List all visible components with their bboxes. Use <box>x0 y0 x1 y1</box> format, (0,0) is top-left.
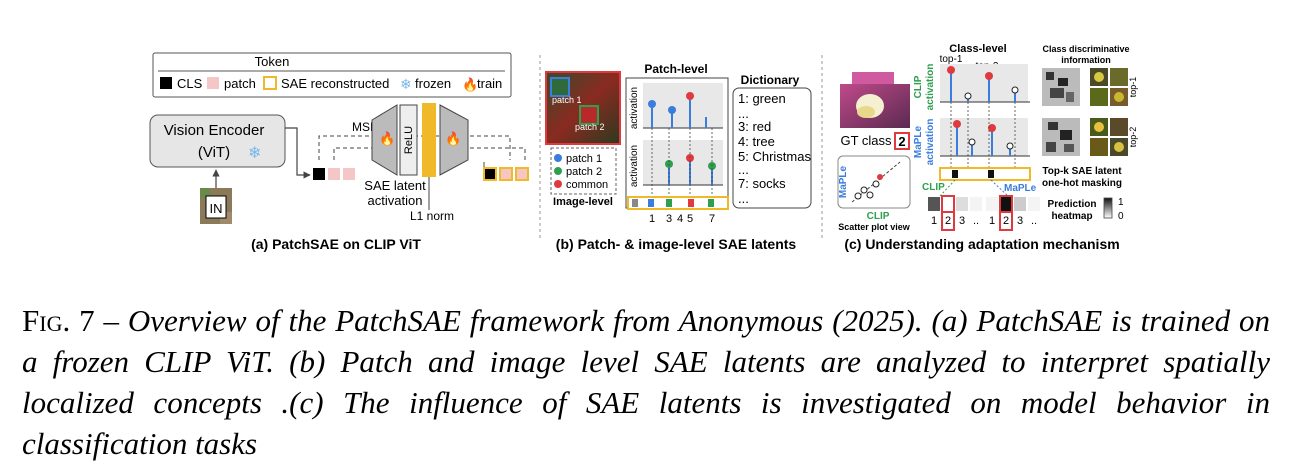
prediction-label-2: heatmap <box>1051 211 1092 222</box>
legend-sae: SAE reconstructed <box>281 76 389 91</box>
topk-label-2: one-hot masking <box>1042 178 1122 189</box>
patch-level-title: Patch-level <box>644 62 707 76</box>
maple-activation-label: activation <box>925 119 936 166</box>
scale-high: 1 <box>1118 197 1124 208</box>
dictionary-item: 5: Christmas <box>738 149 811 164</box>
relu-label: ReLU <box>403 126 415 154</box>
dictionary-title: Dictionary <box>741 73 800 87</box>
panel-a: Token CLS patch SAE reconstructed ❄ froz… <box>150 53 528 252</box>
legend-cls: CLS <box>177 76 203 91</box>
bar-label: 3 <box>1017 215 1023 227</box>
fire-icon: 🔥 <box>445 131 461 146</box>
fire-icon: 🔥 <box>379 131 395 146</box>
panel-b-caption: (b) Patch- & image-level SAE latents <box>556 236 797 252</box>
legend-patch2: patch 2 <box>566 166 602 178</box>
patch2-label: patch 2 <box>575 122 605 132</box>
recon-token-patch <box>516 168 528 180</box>
recon-token-cls <box>484 168 496 180</box>
bar-label: .. <box>1031 215 1037 227</box>
fire-icon: 🔥 <box>462 77 478 92</box>
bar-label: 3 <box>959 215 965 227</box>
activation-label: activation <box>629 87 640 129</box>
encoder-label-2: (ViT) <box>198 144 230 161</box>
token-patch <box>328 168 340 180</box>
bar-label: 1 <box>931 215 937 227</box>
l1-label: L1 norm <box>410 209 454 223</box>
caption-text: Overview of the PatchSAE framework from … <box>22 303 1270 461</box>
discriminative-label-2: information <box>1061 55 1111 65</box>
scatter-y-label: MaPLe <box>838 165 849 198</box>
dictionary-item: 1: green <box>738 91 786 106</box>
figure-caption: Fig. 7 – Overview of the PatchSAE framew… <box>22 300 1270 464</box>
bar-label: 1 <box>989 215 995 227</box>
clip-tag: CLIP <box>922 182 945 193</box>
encoder-label-1: Vision Encoder <box>164 122 265 139</box>
sae-latent-label-1: SAE latent <box>364 178 426 193</box>
legend-frozen: frozen <box>415 76 451 91</box>
dictionary-ellipsis: ... <box>738 191 749 206</box>
panel-c-caption: (c) Understanding adaptation mechanism <box>844 236 1119 252</box>
gt-label: GT class <box>840 133 892 148</box>
panel-a-caption: (a) PatchSAE on CLIP ViT <box>251 236 421 252</box>
snowflake-icon: ❄ <box>248 145 261 162</box>
tick-label: 7 <box>709 213 715 225</box>
topk-label-1: Top-k SAE latent <box>1042 166 1122 177</box>
tick-label: 3 <box>666 213 672 225</box>
tick-label: 4 <box>677 213 683 225</box>
clip-activation-label: activation <box>925 64 936 111</box>
input-label: IN <box>210 201 223 216</box>
scatter-x-label: CLIP <box>867 211 890 222</box>
panel-b: patch 1 patch 2 patch 1 patch 2 common P… <box>546 62 811 252</box>
side-top2-label: top-2 <box>1128 127 1138 148</box>
legend-title: Token <box>255 54 290 69</box>
scale-low: 0 <box>1118 211 1124 222</box>
dictionary-item: 7: socks <box>738 176 786 191</box>
patch-swatch <box>207 77 219 89</box>
discriminative-label-1: Class discriminative <box>1042 44 1129 54</box>
figure: Token CLS patch SAE reconstructed ❄ froz… <box>0 0 1291 300</box>
sae-latent-label-2: activation <box>368 193 423 208</box>
caption-label: Fig. 7 – <box>22 303 128 338</box>
token-cls <box>313 168 325 180</box>
dictionary-item: 3: red <box>738 119 771 134</box>
figure-svg: Token CLS patch SAE reconstructed ❄ froz… <box>0 0 1291 300</box>
scatter-title: Scatter plot view <box>838 222 911 232</box>
legend-patch: patch <box>224 76 256 91</box>
activation-label: activation <box>629 145 640 187</box>
panel-c: GT class 2 MaPLe CLIP Scatter plot view … <box>838 43 1138 252</box>
snowflake-icon: ❄ <box>400 76 412 92</box>
maple-activation-label: MaPLe <box>913 125 924 158</box>
bar-label: .. <box>973 215 979 227</box>
cls-swatch <box>160 77 172 89</box>
side-top1-label: top-1 <box>1128 77 1138 98</box>
patch1-label: patch 1 <box>552 95 582 105</box>
bar-label: 2 <box>1003 215 1009 227</box>
tick-label: 1 <box>649 213 655 225</box>
legend-common: common <box>566 179 608 191</box>
tick-label: 5 <box>687 213 693 225</box>
legend-train: train <box>477 76 502 91</box>
recon-token-patch <box>500 168 512 180</box>
sae-latent-bar <box>422 103 436 177</box>
maple-tag: MaPLe <box>1004 183 1037 194</box>
sae-swatch <box>264 77 276 89</box>
gt-value: 2 <box>898 134 905 149</box>
dictionary-item: 4: tree <box>738 134 775 149</box>
patch1-box <box>551 78 569 96</box>
token-patch <box>343 168 355 180</box>
prediction-label-1: Prediction <box>1048 199 1097 210</box>
top1-label: top-1 <box>940 54 963 65</box>
bar-label: 2 <box>945 215 951 227</box>
image-level-label: Image-level <box>553 196 613 208</box>
heatmap-scale <box>1104 198 1112 218</box>
dictionary-ellipsis: ... <box>738 162 749 177</box>
clip-activation-label: CLIP <box>913 75 924 98</box>
legend-patch1: patch 1 <box>566 153 602 165</box>
